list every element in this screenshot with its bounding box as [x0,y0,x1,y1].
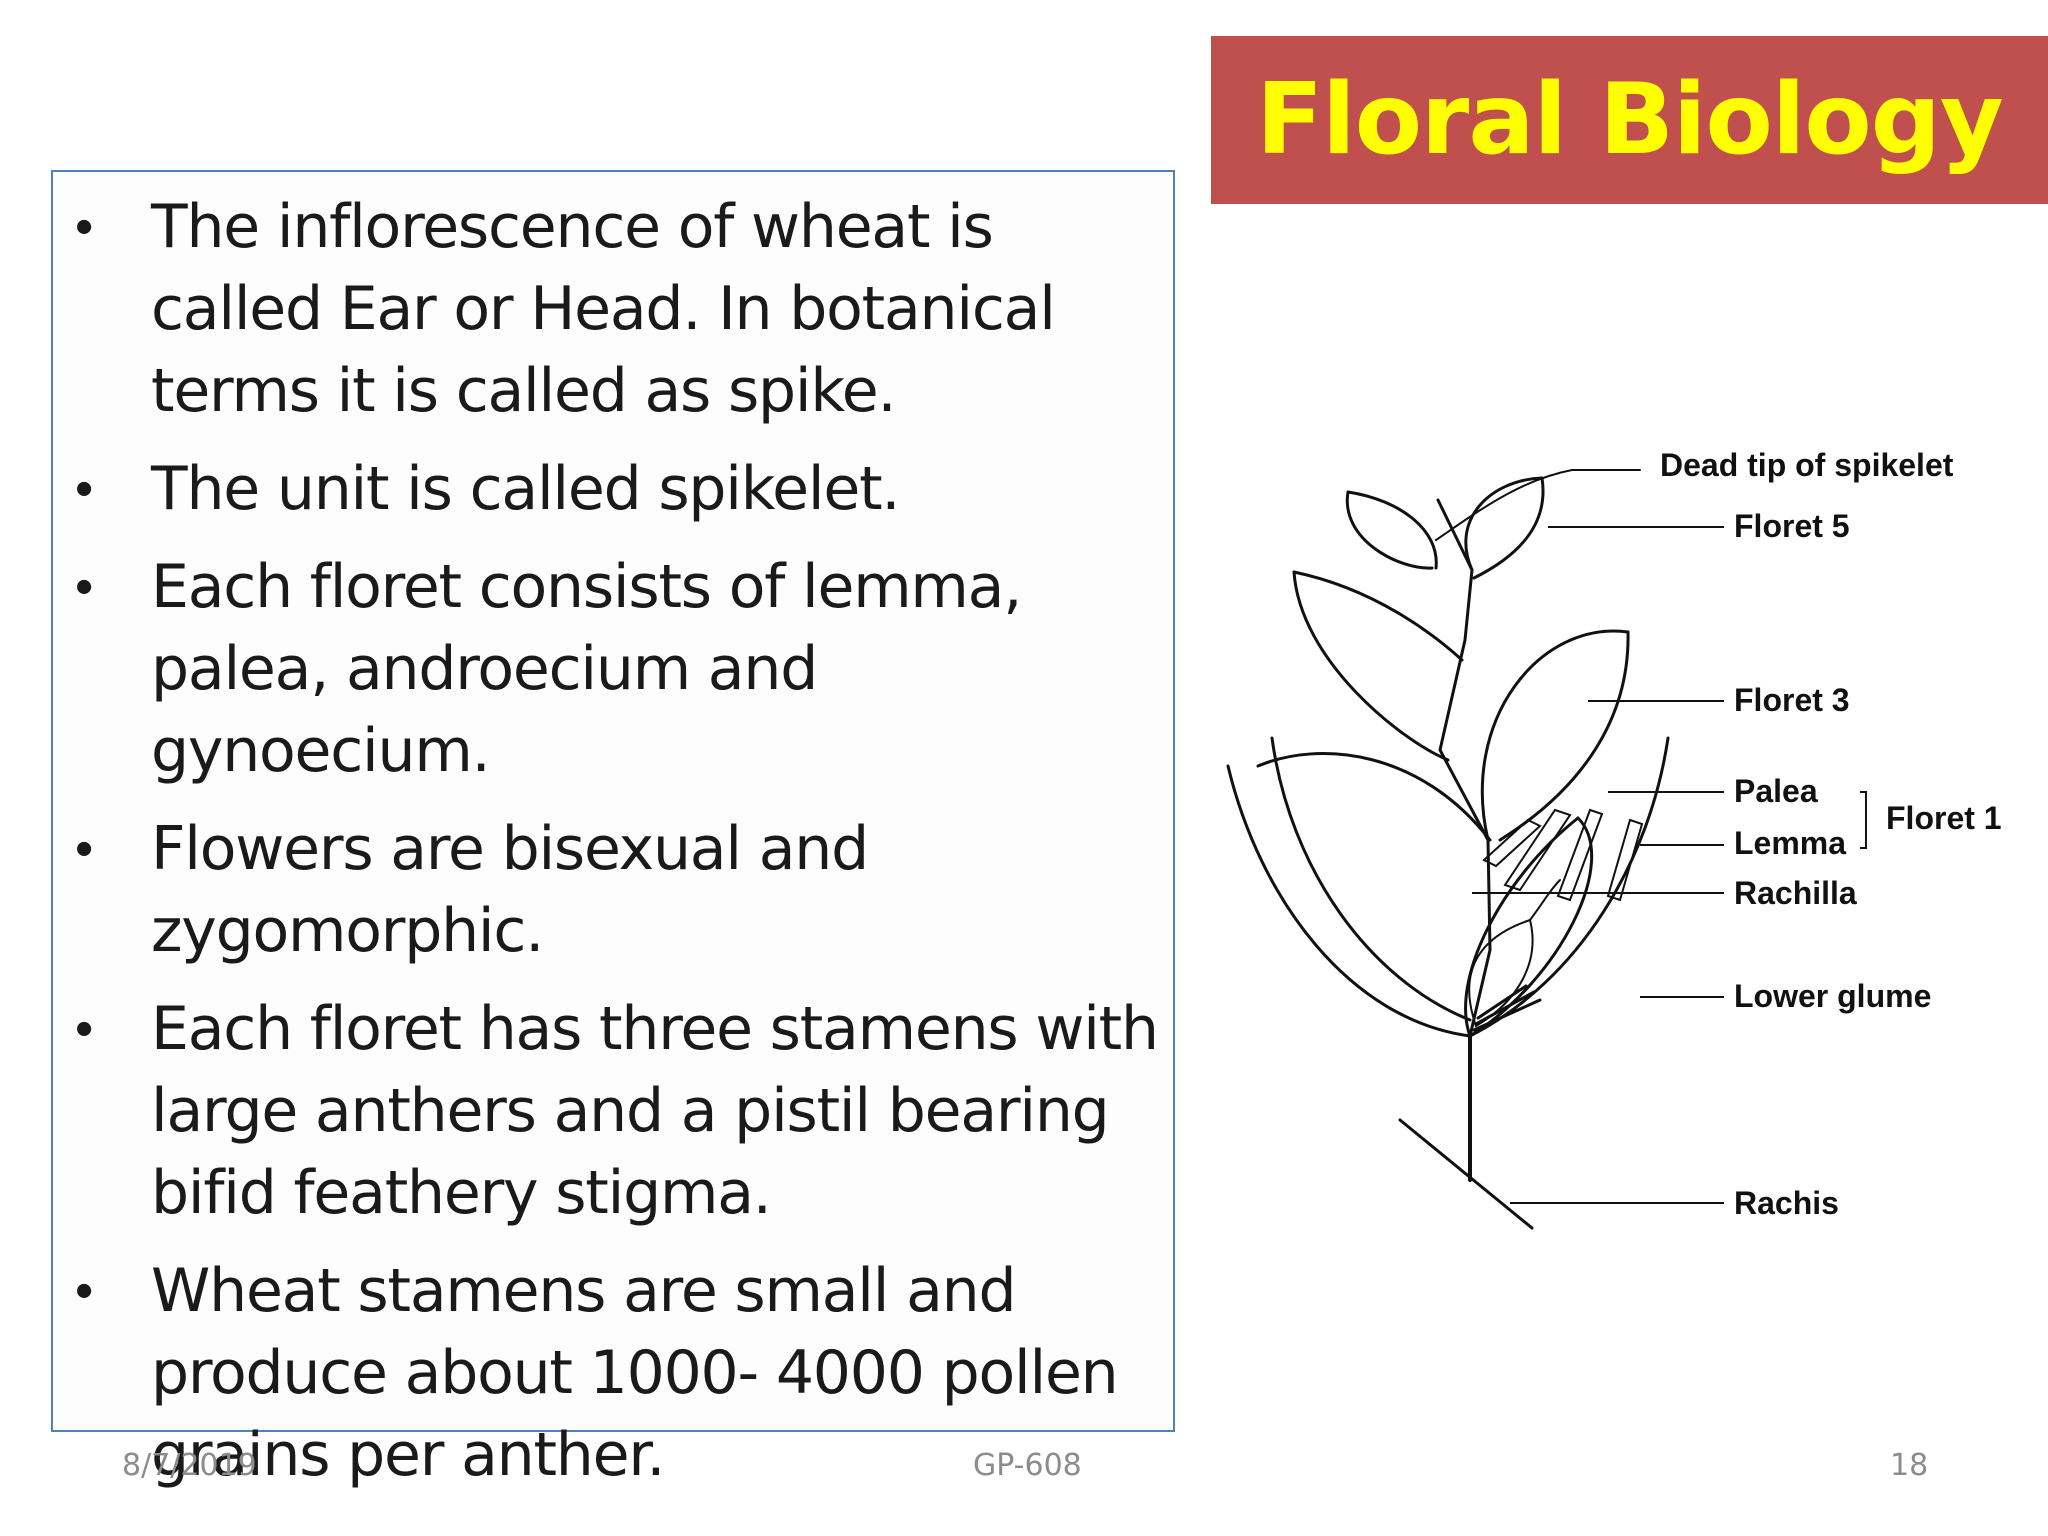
floret3-right-inner [1498,630,1630,842]
label-floret5: Floret 5 [1734,508,1850,544]
label-palea: Palea [1734,773,1818,809]
footer-course: GP-608 [973,1448,1082,1483]
bullet-text: The inflorescence of wheat is called Ear… [151,192,1056,426]
stigma [1529,879,1561,921]
bullet-icon: • [75,1262,94,1320]
bullet-icon: • [75,820,94,878]
bullet-text: Each floret consists of lemma, palea, an… [151,552,1022,786]
slide-title: Floral Biology [1256,63,2004,177]
bullet-list: • The inflorescence of wheat is called E… [53,172,1173,1496]
bullet-text-box: • The inflorescence of wheat is called E… [51,170,1175,1490]
floret1-bracket [1860,791,1867,849]
label-floret3: Floret 3 [1734,682,1850,718]
floret3-right [1480,629,1630,842]
floret1-left-top [1256,752,1492,842]
floret5-right-inner [1472,476,1545,580]
anther-1 [1503,808,1572,892]
spikelet-drawing [1226,469,1670,1230]
bullet-text: Each floret has three stamens with large… [151,994,1159,1228]
bullet-item: • Each floret consists of lemma, palea, … [53,546,1173,792]
bullet-item: • The unit is called spikelet. [53,448,1173,530]
label-lower-glume: Lower glume [1734,978,1931,1014]
base-hatch [1472,984,1542,1032]
label-lemma: Lemma [1734,825,1846,861]
lower-glume-inner [1270,736,1472,1022]
bullet-item: • Wheat stamens are small and produce ab… [53,1250,1173,1496]
floret5-left-top [1346,490,1438,570]
anther-4 [1482,818,1542,868]
bullet-icon: • [75,1000,94,1058]
floret1-lemma-right [1468,816,1594,1038]
anther-2 [1556,808,1604,902]
floret3-left [1292,570,1450,762]
leader-lines [1472,469,1867,1204]
label-rachilla: Rachilla [1734,875,1857,911]
floret1-lemma-left [1464,816,1580,1038]
label-rachis: Rachis [1734,1185,1839,1221]
bullet-text: Flowers are bisexual and zygomorphic. [151,814,869,966]
lower-glume-outer [1226,764,1472,1038]
footer-page-number: 18 [1890,1448,1929,1483]
diagram-labels: Dead tip of spikelet Floret 5 Floret 3 P… [1660,447,2002,1221]
label-dead-tip: Dead tip of spikelet [1660,447,1954,483]
anther-3 [1606,818,1644,902]
title-banner: Floral Biology [1211,36,2048,204]
rachis-line [1398,1118,1534,1230]
wheat-spikelet-diagram: Dead tip of spikelet Floret 5 Floret 3 P… [1226,447,2002,1230]
bullet-icon: • [75,558,94,616]
footer-date: 8/7/2019 [122,1448,257,1483]
label-floret1: Floret 1 [1886,800,2002,836]
bullet-item: • Flowers are bisexual and zygomorphic. [53,808,1173,972]
floret5-right [1464,476,1544,572]
bullet-item: • The inflorescence of wheat is called E… [53,186,1173,432]
bullet-text: Wheat stamens are small and produce abou… [151,1256,1119,1490]
dead-tip-line [1435,469,1641,541]
bullet-icon: • [75,198,94,256]
bullet-text: The unit is called spikelet. [151,454,900,524]
floret3-left-top [1292,570,1464,662]
bullet-item: • Each floret has three stamens with lar… [53,988,1173,1234]
bullet-icon: • [75,460,94,518]
upper-glume [1468,736,1670,1038]
floret5-left [1345,490,1434,570]
